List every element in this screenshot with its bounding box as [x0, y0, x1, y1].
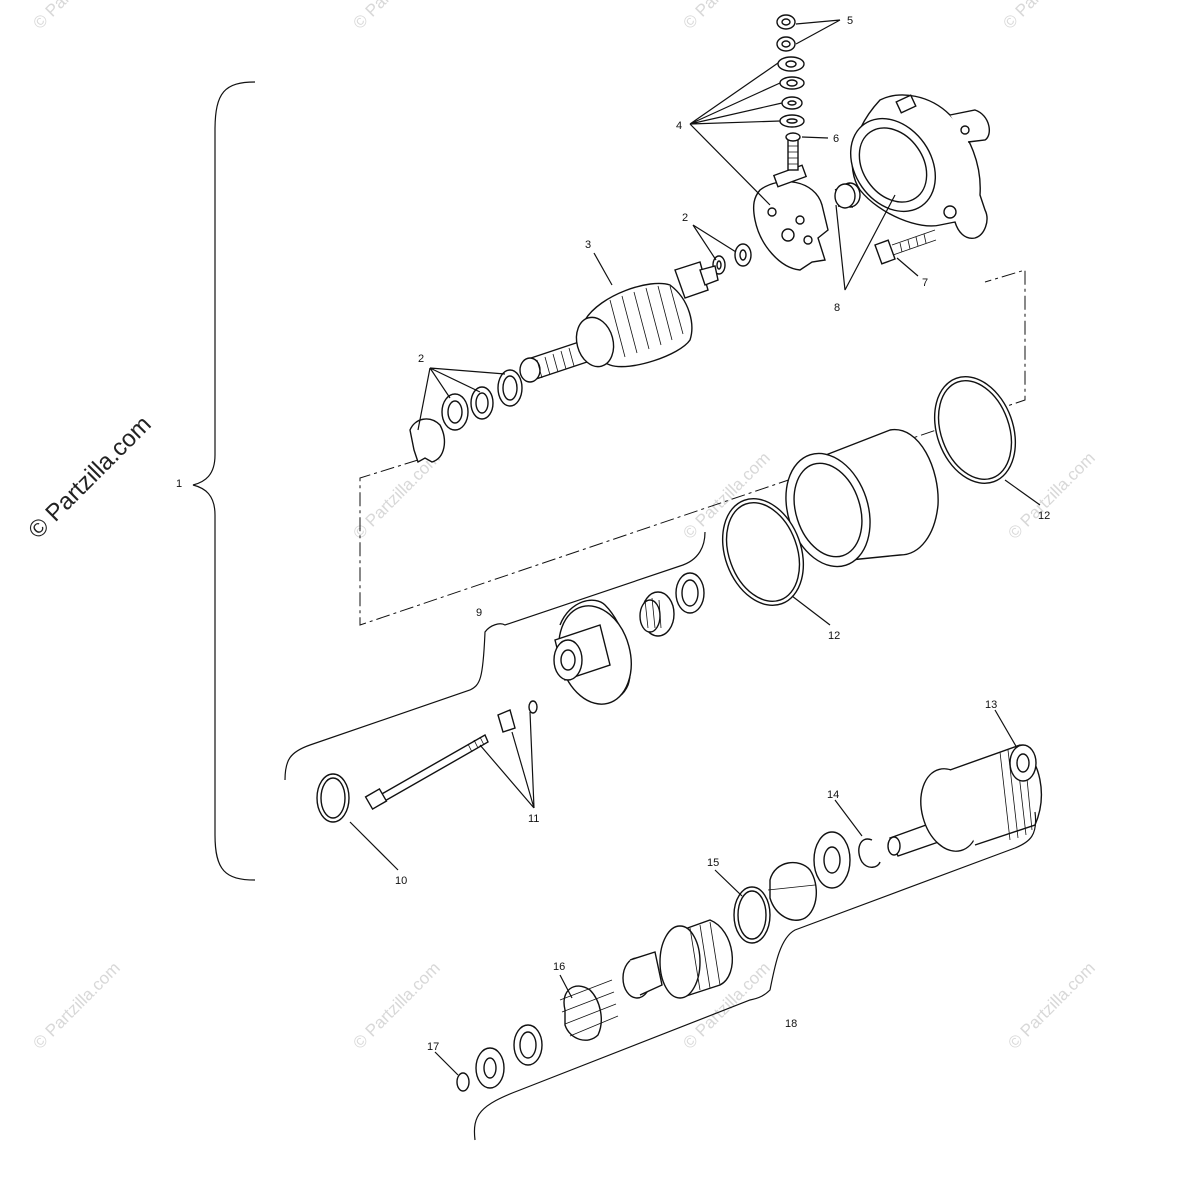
- callout-12-upper: 12: [1038, 510, 1050, 522]
- callout-11: 11: [528, 813, 539, 825]
- callout-6: 6: [833, 133, 839, 145]
- assembly-brace-9: [284, 531, 706, 781]
- front-cover: [553, 599, 632, 705]
- callout-3: 3: [585, 239, 591, 251]
- armature-washers-upper: [712, 243, 752, 275]
- watermark-tile: © Partzilla.com: [29, 0, 123, 33]
- watermark-tile: © Partzilla.com: [999, 0, 1093, 33]
- callout-10: 10: [395, 875, 407, 887]
- watermark-tile: © Partzilla.com: [349, 448, 443, 542]
- leader-lines: [349, 19, 1041, 1076]
- callout-8: 8: [834, 302, 840, 314]
- armature-washers-lower: [409, 369, 523, 464]
- callout-5: 5: [847, 15, 853, 27]
- callout-2-lower: 2: [418, 353, 424, 365]
- callout-18: 18: [785, 1018, 797, 1030]
- assembly-dashed-outline: [359, 269, 1026, 626]
- pinion-shaft: [858, 744, 1042, 868]
- watermark-tile: © Partzilla.com: [349, 0, 443, 33]
- callout-labels: 1 2 2 2 3 4 5 6 7 8 9 10 11 12 12 13 14 …: [176, 15, 1050, 1053]
- watermark-tile: © Partzilla.com: [1004, 958, 1098, 1052]
- callout-17: 17: [427, 1041, 439, 1053]
- bushing: [834, 182, 861, 209]
- callout-2-upper: 2: [682, 212, 688, 224]
- assembly-brace-18: [473, 811, 1037, 1141]
- callout-15: 15: [707, 857, 719, 869]
- terminal-hardware-stack: [776, 14, 805, 142]
- drive-end-bearings: [639, 572, 705, 637]
- callout-9: 9: [476, 607, 482, 619]
- callout-1: 1: [176, 478, 182, 490]
- armature: [519, 261, 719, 383]
- o-rings: [721, 376, 1017, 606]
- callout-13: 13: [985, 699, 997, 711]
- through-bolt: [364, 700, 538, 811]
- housing-bolt: [874, 229, 937, 265]
- watermark-main: © Partzilla.com: [23, 411, 156, 544]
- yoke-housing: [785, 429, 939, 568]
- watermark-tile: © Partzilla.com: [29, 958, 123, 1052]
- snap-ring: [316, 773, 350, 823]
- end-housing: [849, 94, 991, 239]
- callout-14: 14: [827, 789, 839, 801]
- watermark-tile: © Partzilla.com: [349, 958, 443, 1052]
- watermark-tile: © Partzilla.com: [1004, 448, 1098, 542]
- callout-12-lower: 12: [828, 630, 840, 642]
- callout-7: 7: [922, 277, 928, 289]
- assembly-brace-1: [192, 81, 256, 881]
- callout-16: 16: [553, 961, 565, 973]
- brush-holder-plate: [752, 139, 829, 271]
- callout-4: 4: [676, 120, 682, 132]
- watermark-tile: © Partzilla.com: [679, 0, 773, 33]
- overrunning-clutch-parts: [456, 831, 851, 1092]
